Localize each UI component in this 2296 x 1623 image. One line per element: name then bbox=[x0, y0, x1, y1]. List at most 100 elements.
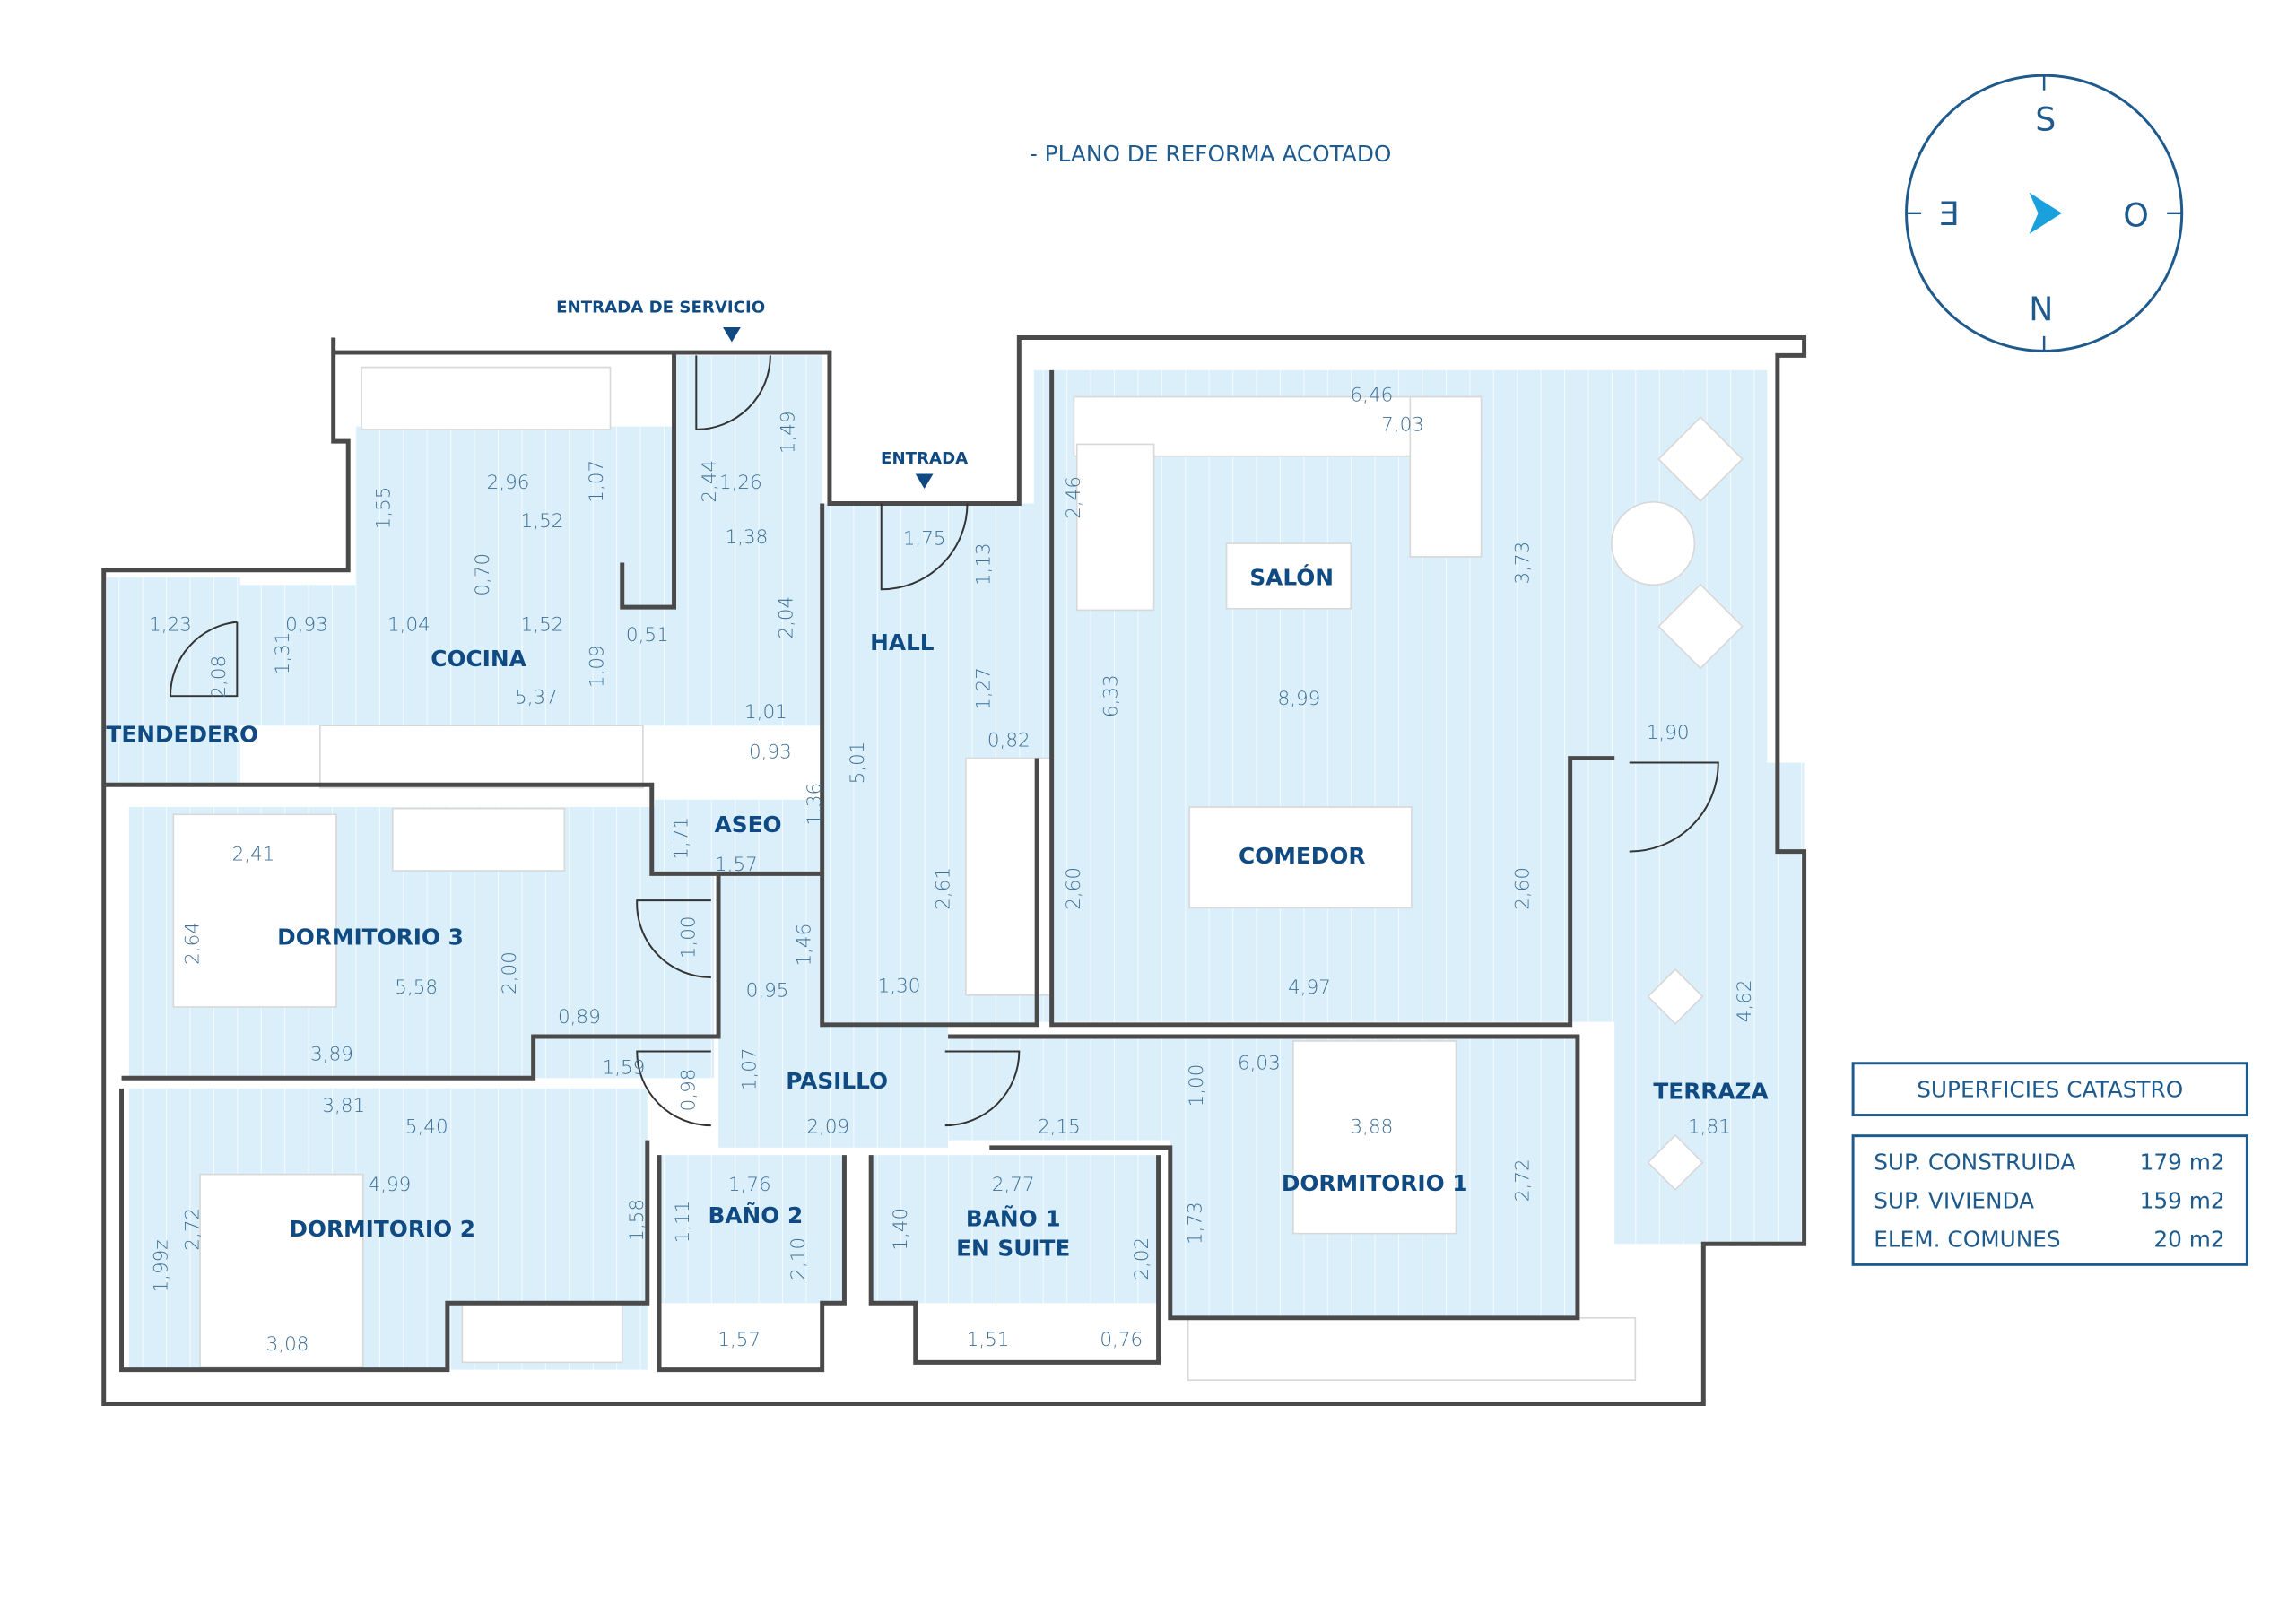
dimension-label: 0,76 bbox=[1100, 1329, 1143, 1351]
dimension-label: 2,72 bbox=[1511, 1159, 1534, 1202]
dimension-label: 1,07 bbox=[586, 460, 608, 503]
dimension-label: 0,89 bbox=[558, 1006, 601, 1028]
dimension-label: 3,08 bbox=[266, 1333, 309, 1356]
dimension-label: 2,96 bbox=[487, 472, 530, 494]
dimension-label: 2,77 bbox=[992, 1174, 1035, 1196]
entrance-main-label: ENTRADA bbox=[881, 449, 968, 468]
dimension-label: 6,33 bbox=[1100, 674, 1122, 717]
room-label: HALL bbox=[870, 629, 935, 655]
room-label: TENDEDERO bbox=[106, 721, 258, 747]
dimension-label: 1,55 bbox=[372, 487, 395, 530]
terrace-chair bbox=[1647, 968, 1704, 1025]
dimension-label: 1,00 bbox=[678, 916, 700, 959]
dimension-label: 1,36 bbox=[804, 783, 826, 826]
surface-value: 20 m2 bbox=[2153, 1227, 2224, 1253]
compass-north: N bbox=[2029, 288, 2053, 326]
dimension-label: 5,40 bbox=[405, 1115, 448, 1138]
wardrobe-dorm1 bbox=[1187, 1316, 1637, 1381]
dimension-label: 0,51 bbox=[626, 624, 669, 647]
north-arrow-icon bbox=[2029, 192, 2062, 234]
entrance-arrow-icon bbox=[723, 326, 741, 343]
dimension-label: 1,04 bbox=[387, 614, 430, 637]
dimension-label: 1,27 bbox=[972, 667, 995, 710]
plan-title: - PLANO DE REFORMA ACOTADO bbox=[1030, 141, 1392, 167]
dimension-label: 1,23 bbox=[149, 614, 192, 637]
walls bbox=[101, 335, 1807, 1407]
room-label: BAÑO 2 bbox=[709, 1202, 804, 1228]
dimension-label: 1,59 bbox=[602, 1056, 645, 1079]
dimension-label: 0,98 bbox=[678, 1069, 700, 1112]
dimension-label: 2,02 bbox=[1131, 1237, 1153, 1280]
entrance-arrow-icon bbox=[915, 473, 934, 489]
dimension-label: 8,99 bbox=[1278, 688, 1321, 710]
entrance-service: ENTRADA DE SERVICIO bbox=[556, 298, 765, 343]
dimension-label: 1,73 bbox=[1184, 1202, 1206, 1245]
dimension-label: 3,81 bbox=[322, 1095, 365, 1117]
sideboard bbox=[1075, 443, 1155, 612]
dimension-label: 6,46 bbox=[1350, 385, 1393, 407]
surface-label: ELEM. COMUNES bbox=[1874, 1227, 2060, 1253]
room-labels: COCINATENDEDEROASEOHALLSALÓNCOMEDORDORMI… bbox=[106, 563, 1769, 1261]
dimension-label: 1,30 bbox=[878, 975, 921, 997]
dimension-label: 3,73 bbox=[1511, 542, 1534, 585]
dimension-label: 1,07 bbox=[738, 1047, 761, 1090]
dimension-label: 1,52 bbox=[521, 614, 564, 637]
dimension-label: 3,88 bbox=[1350, 1115, 1393, 1138]
dimension-label: 1,49 bbox=[777, 411, 799, 454]
dimension-label: 1,76 bbox=[728, 1174, 771, 1196]
dimension-label: 1,40 bbox=[890, 1208, 912, 1251]
room-label: ASEO bbox=[715, 812, 782, 838]
dimension-label: 0,93 bbox=[749, 742, 792, 764]
dimension-label: 3,89 bbox=[310, 1043, 353, 1065]
surfaces-heading: SUPERFICIES CATASTRO bbox=[1917, 1077, 2183, 1103]
dimension-label: 1,71 bbox=[670, 817, 692, 860]
dimension-label: 1,75 bbox=[903, 528, 946, 551]
room-label: DORMITORIO 1 bbox=[1282, 1170, 1468, 1196]
kitchen-counter bbox=[319, 725, 644, 789]
round-table bbox=[1611, 501, 1696, 586]
dimension-label: 2,00 bbox=[499, 951, 521, 994]
sofa-chaise bbox=[1409, 395, 1483, 558]
compass-west: O bbox=[2123, 196, 2149, 235]
room-label: TERRAZA bbox=[1653, 1078, 1769, 1104]
surface-label: SUP. VIVIENDA bbox=[1874, 1188, 2034, 1214]
room-label: BAÑO 1 bbox=[966, 1205, 1061, 1231]
dimension-label: 7,03 bbox=[1381, 414, 1424, 437]
dimension-label: 4,97 bbox=[1288, 976, 1331, 999]
dimension-label: 1,01 bbox=[744, 701, 787, 724]
dimension-label: 4,99 bbox=[369, 1174, 412, 1196]
dimension-label: 0,82 bbox=[987, 729, 1031, 751]
entrance-service-label: ENTRADA DE SERVICIO bbox=[556, 298, 765, 317]
room-label: COMEDOR bbox=[1239, 843, 1365, 869]
room-label: PASILLO bbox=[786, 1068, 888, 1094]
dimension-label: 2,60 bbox=[1063, 867, 1085, 910]
salon-label-bg bbox=[1225, 542, 1352, 610]
armchair bbox=[1657, 583, 1744, 670]
dimension-label: 1,00 bbox=[1186, 1064, 1208, 1107]
entrance-main: ENTRADA bbox=[881, 449, 968, 489]
compass: S E O N bbox=[1905, 74, 2184, 352]
dimension-label: 2,08 bbox=[208, 655, 230, 699]
room-label: COCINA bbox=[430, 646, 526, 672]
dimension-label: 2,41 bbox=[232, 843, 275, 865]
room-label: DORMITORIO 2 bbox=[289, 1216, 475, 1242]
dimension-label: 2,64 bbox=[181, 922, 204, 965]
dimension-label: 0,93 bbox=[285, 614, 328, 637]
dimension-label: 1,57 bbox=[718, 1329, 761, 1351]
compass-south: S bbox=[2035, 100, 2056, 138]
terrace-chair bbox=[1647, 1133, 1704, 1191]
dimension-label: 2,04 bbox=[776, 596, 798, 639]
dimension-label: 1,31 bbox=[272, 631, 294, 674]
dimension-label: 2,09 bbox=[806, 1115, 849, 1138]
dimension-label: 1,09 bbox=[586, 645, 608, 688]
room-label: DORMITORIO 3 bbox=[277, 924, 464, 950]
dimension-label: 2,72 bbox=[181, 1208, 204, 1251]
dimension-label: 0,95 bbox=[746, 979, 789, 1002]
dimension-label: 2,46 bbox=[1063, 476, 1085, 519]
kitchen-cabinets bbox=[361, 366, 612, 430]
dimension-label: 1,46 bbox=[793, 924, 815, 967]
dimension-label: 2,61 bbox=[933, 867, 955, 910]
dimension-label: 1,81 bbox=[1688, 1115, 1731, 1138]
